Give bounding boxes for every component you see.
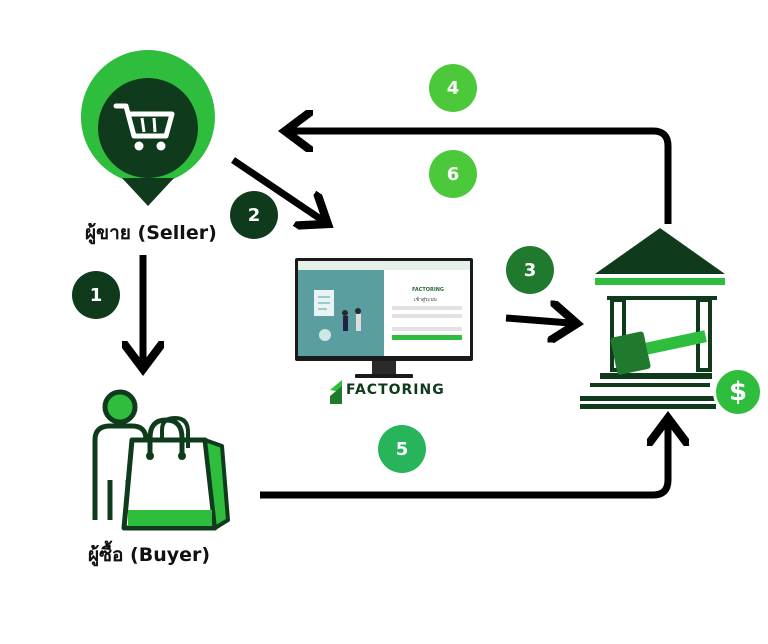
screen-brand: FACTORING — [412, 287, 445, 293]
step-badge-1: 1 — [72, 271, 120, 319]
step-badge-6: 6 — [429, 150, 477, 198]
dollar-coin-icon: $ — [713, 367, 763, 417]
arrow-step-2 — [231, 157, 322, 220]
step-badge-3: 3 — [506, 246, 554, 294]
arrow-step-5 — [260, 425, 668, 499]
arrow-step-3 — [505, 318, 570, 323]
seller-label: ผู้ขาย (Seller) — [85, 222, 217, 244]
step-badge-5: 5 — [378, 425, 426, 473]
buyer-label: ผู้ซื้อ (Buyer) — [88, 544, 211, 566]
screen-heading: เข้าสู่ระบบ — [414, 297, 437, 303]
platform-logo-text: FACTORING — [346, 382, 445, 398]
step-badge-4: 4 — [429, 64, 477, 112]
step-badge-2: 2 — [230, 191, 278, 239]
arrow-step-4-6 — [292, 131, 672, 224]
